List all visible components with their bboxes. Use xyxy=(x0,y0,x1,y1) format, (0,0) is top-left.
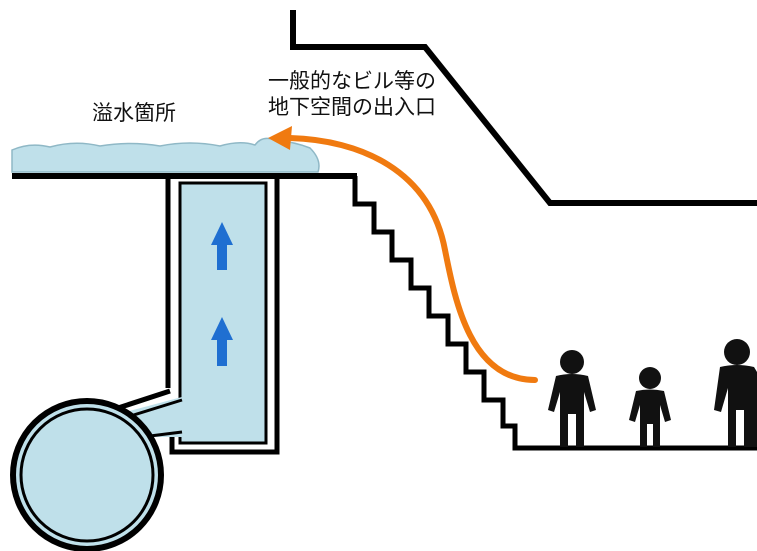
shaft-wall-right xyxy=(169,176,280,455)
shaft-water xyxy=(178,181,268,445)
overflow-point-label: 溢水箇所 xyxy=(92,101,176,125)
connector-pipe-top xyxy=(117,388,171,411)
overflow-water xyxy=(11,137,320,173)
building-outline xyxy=(290,10,757,206)
up-arrow-icon xyxy=(211,222,233,270)
entrance-label-line2: 地下空間の出入口 xyxy=(268,95,436,119)
curved-arrow-head xyxy=(268,126,292,150)
staircase xyxy=(352,176,757,451)
person-icon xyxy=(714,339,757,447)
entrance-label: 一般的なビル等の 地下空間の出入口 xyxy=(268,68,436,120)
curved-arrow-icon xyxy=(287,135,538,383)
connector-pipe-bottom xyxy=(149,430,183,438)
underground-tank xyxy=(10,398,164,551)
person-icon xyxy=(629,367,671,447)
underground-tank-inner xyxy=(19,407,155,543)
person-icon xyxy=(548,350,596,447)
entrance-label-line1: 一般的なビル等の xyxy=(268,69,436,93)
up-arrow-icon xyxy=(211,317,233,366)
